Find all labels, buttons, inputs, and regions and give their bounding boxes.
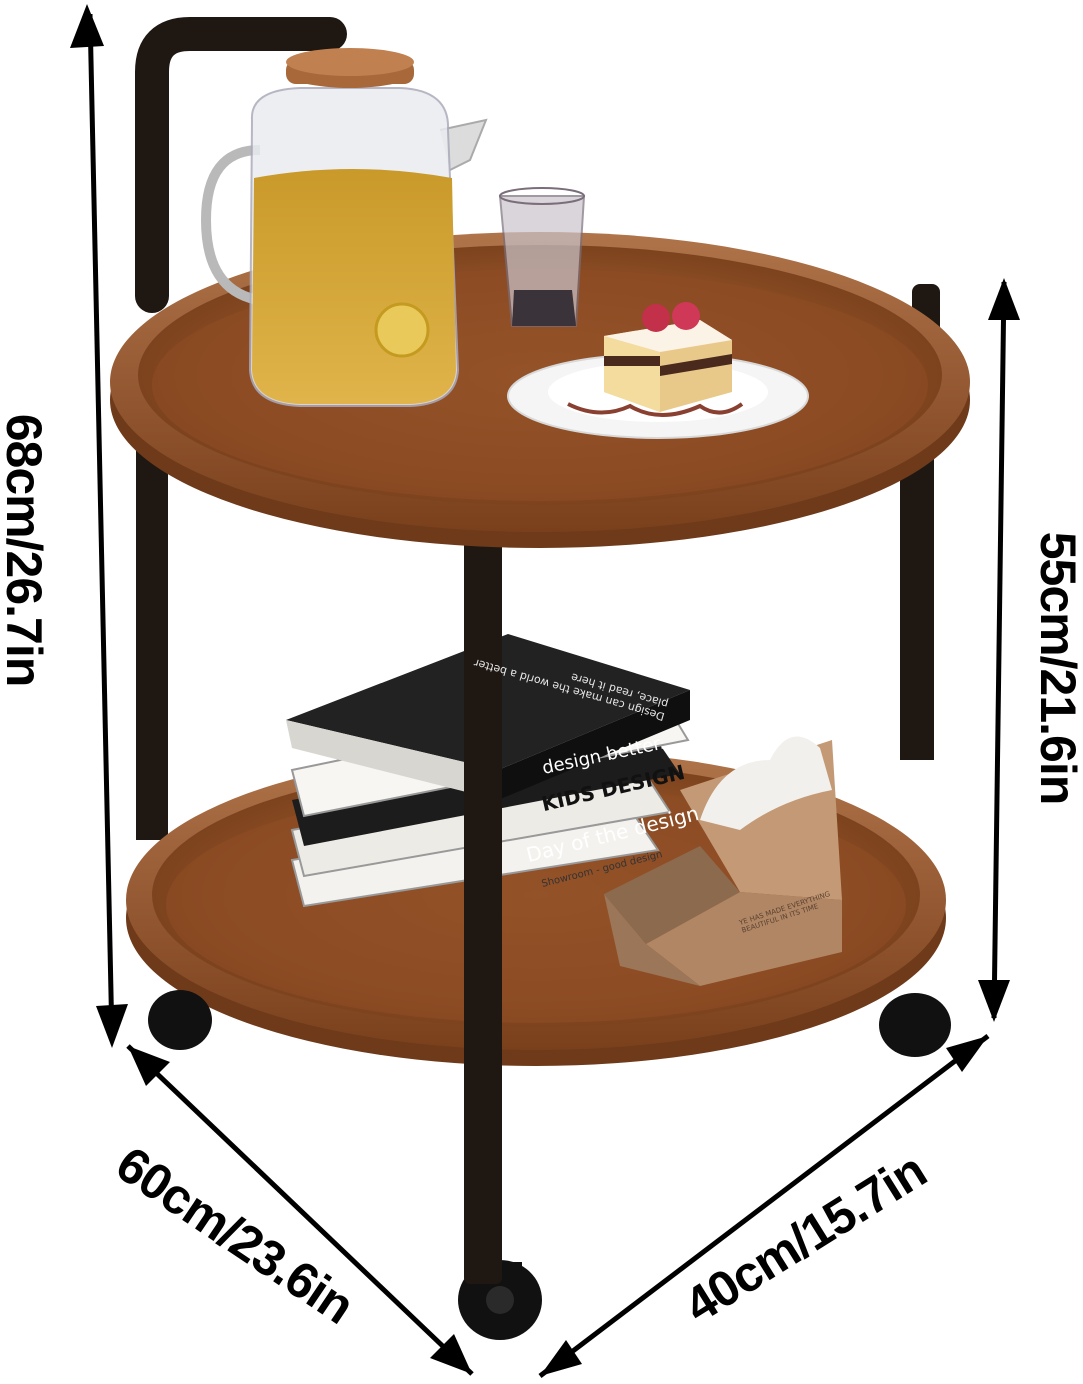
total-height-arrow bbox=[87, 13, 115, 1041]
front-leg bbox=[464, 478, 502, 1284]
total-height-label: 68cm/26.7in bbox=[0, 413, 52, 687]
depth-arrow bbox=[126, 1044, 474, 1376]
shelf-height-label: 55cm/21.6in bbox=[1030, 531, 1083, 805]
drinking-glass bbox=[498, 187, 586, 327]
dimension-arrows bbox=[70, 4, 1020, 1378]
glass-teapot bbox=[200, 48, 488, 407]
width-arrow bbox=[538, 1034, 990, 1378]
shelf-height-arrow bbox=[991, 281, 1007, 1019]
tissue-box bbox=[604, 736, 842, 986]
back-frame bbox=[135, 17, 940, 840]
plate-with-cake bbox=[507, 302, 809, 439]
